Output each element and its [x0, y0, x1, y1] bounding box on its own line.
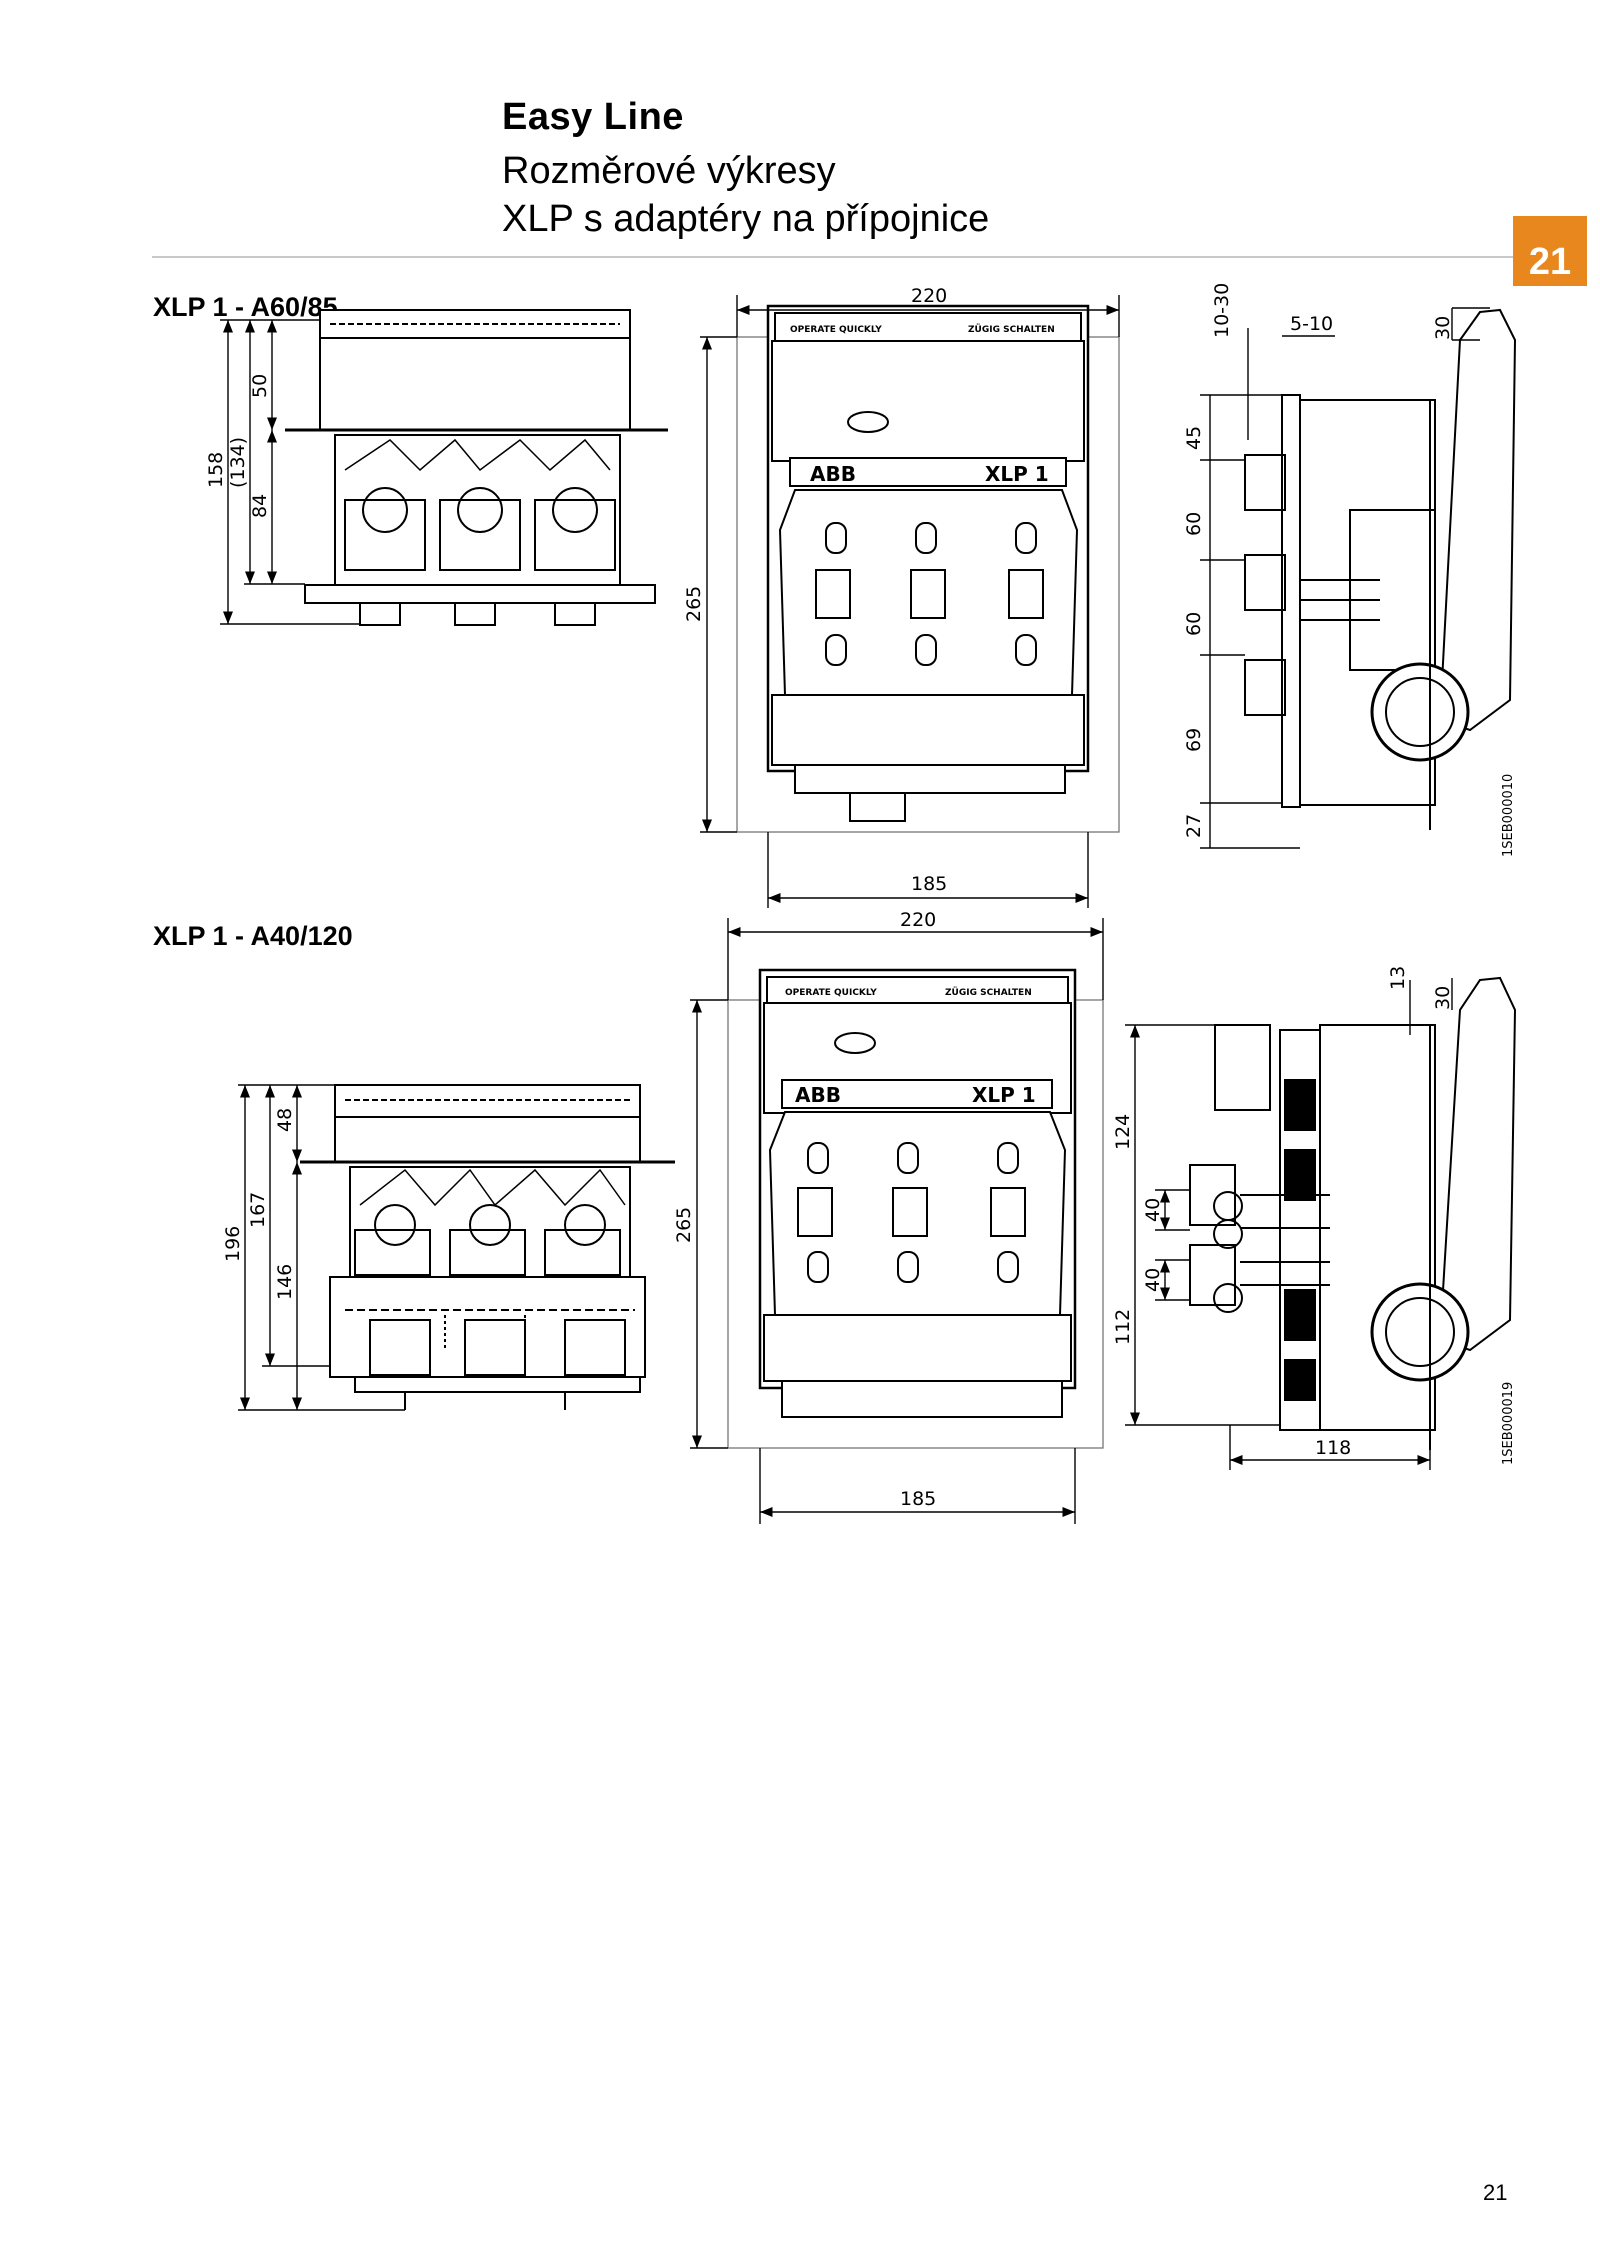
dim-30: 30 [1432, 316, 1454, 340]
device-model-xlp1-2: XLP 1 [972, 1083, 1036, 1107]
dim-10-30: 10-30 [1211, 283, 1233, 338]
device-text-schalten: ZÜGIG SCHALTEN [968, 324, 1055, 335]
dim-27: 27 [1183, 814, 1205, 838]
dim-220: 220 [911, 285, 947, 307]
chapter-tab: 21 [1513, 216, 1587, 286]
top-view-dimensions-1 [220, 319, 360, 625]
dim-50: 50 [249, 374, 271, 398]
dim-158: 158 [205, 452, 227, 488]
dim-5-10: 5-10 [1290, 313, 1333, 335]
section-label-a40-120: XLP 1 - A40/120 [153, 921, 353, 951]
dim-84: 84 [249, 494, 271, 518]
device-text-operate: OPERATE QUICKLY [790, 325, 882, 335]
dim-69: 69 [1183, 728, 1205, 752]
device-text-schalten-2: ZÜGIG SCHALTEN [945, 987, 1032, 998]
dim-185: 185 [911, 873, 947, 895]
dim-265: 265 [683, 586, 705, 622]
top-view-dimensions-2 [238, 1084, 405, 1411]
top-view-drawing-1 [285, 309, 668, 626]
dim-124: 124 [1112, 1114, 1134, 1150]
dim-30-2: 30 [1432, 986, 1454, 1010]
dim-40-a: 40 [1142, 1198, 1164, 1222]
dim-134: (134) [227, 437, 249, 488]
front-view-drawing-1 [736, 304, 1120, 833]
section-label-a60-85: XLP 1 - A60/85 [153, 292, 338, 322]
front-view-dimensions-1 [700, 295, 1120, 908]
side-view-dimensions-1 [1200, 307, 1490, 849]
drawing-code-1: 1SEB000010 [1501, 774, 1516, 857]
dim-196: 196 [222, 1226, 244, 1262]
side-view-drawing-2 [1189, 976, 1517, 1450]
dim-146: 146 [274, 1264, 296, 1300]
dim-112: 112 [1112, 1309, 1134, 1345]
dim-13: 13 [1387, 966, 1409, 990]
top-view-drawing-2 [300, 1084, 675, 1410]
front-view-drawing-2 [727, 968, 1104, 1449]
dim-265-2: 265 [673, 1207, 695, 1243]
side-view-drawing-1 [1244, 308, 1517, 830]
device-brand-abb-2: ABB [795, 1083, 841, 1107]
page-number: 21 [1483, 2180, 1508, 2205]
dim-60-b: 60 [1183, 612, 1205, 636]
dim-40-b: 40 [1142, 1268, 1164, 1292]
page-subtitle-secondary: XLP s adaptéry na přípojnice [502, 198, 990, 240]
device-brand-abb: ABB [810, 462, 856, 486]
dim-185-2: 185 [900, 1488, 936, 1510]
dim-48: 48 [274, 1108, 296, 1132]
dim-220-2: 220 [900, 909, 936, 931]
dim-60-a: 60 [1183, 512, 1205, 536]
page-title: Easy Line [502, 96, 684, 138]
side-view-dimensions-2 [1125, 978, 1453, 1470]
dim-45: 45 [1183, 426, 1205, 450]
header-rule [152, 256, 1577, 258]
dim-118: 118 [1315, 1437, 1351, 1459]
front-view-dimensions-2 [690, 918, 1104, 1524]
device-model-xlp1: XLP 1 [985, 462, 1049, 486]
drawing-code-2: 1SEB000019 [1501, 1382, 1516, 1465]
device-text-operate-2: OPERATE QUICKLY [785, 988, 877, 998]
page-subtitle: Rozměrové výkresy [502, 150, 836, 192]
dim-167: 167 [247, 1192, 269, 1228]
